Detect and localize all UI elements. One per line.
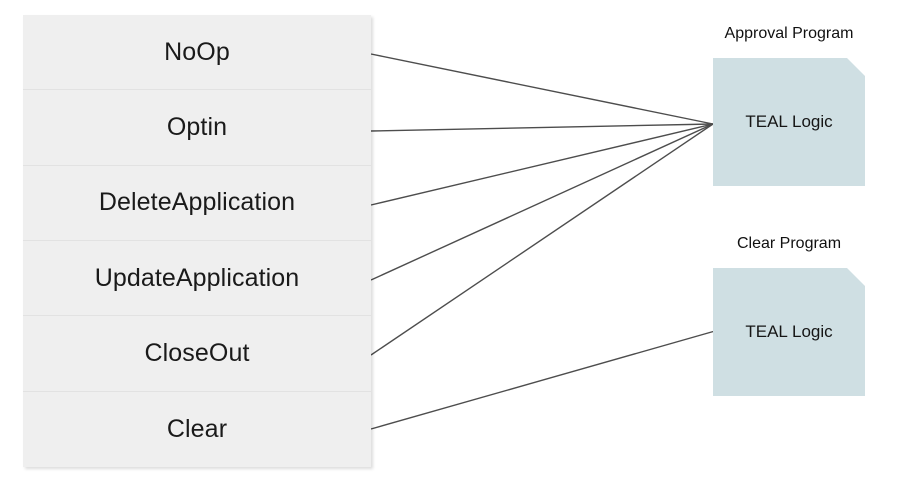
connector-line: [370, 123, 714, 132]
clear-program-title: Clear Program: [736, 235, 842, 252]
list-item[interactable]: UpdateApplication: [23, 240, 371, 317]
list-item-label: CloseOut: [144, 338, 250, 367]
connector-line: [370, 330, 716, 430]
connector-line: [370, 53, 714, 125]
connector-line: [370, 123, 714, 206]
list-item[interactable]: CloseOut: [23, 316, 371, 392]
oncomplete-action-list: NoOp Optin DeleteApplication UpdateAppli…: [23, 15, 371, 467]
list-item[interactable]: Optin: [23, 90, 371, 166]
approval-program-box[interactable]: [713, 58, 865, 186]
list-item-label: NoOp: [164, 37, 230, 66]
list-item-label: DeleteApplication: [98, 188, 296, 217]
connector-line: [370, 123, 714, 356]
list-item[interactable]: DeleteApplication: [23, 165, 371, 241]
list-item-label: Optin: [166, 112, 228, 141]
list-item-label: Clear: [166, 414, 228, 443]
list-item[interactable]: NoOp: [23, 15, 371, 91]
clear-program-box[interactable]: [713, 268, 865, 396]
list-item-label: UpdateApplication: [94, 263, 300, 292]
connector-line: [370, 123, 714, 281]
list-item[interactable]: Clear: [23, 391, 371, 467]
approval-program-title: Approval Program: [724, 25, 854, 42]
